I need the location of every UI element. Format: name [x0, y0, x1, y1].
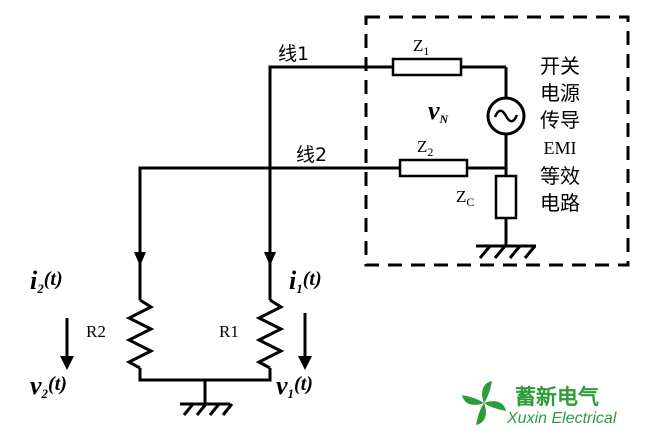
z1-label: Z1: [413, 36, 429, 58]
box-label-line-3: 传导: [540, 108, 580, 132]
v1-label: v1(t): [276, 371, 313, 401]
z1-impedance: [391, 57, 463, 77]
zc-impedance: [494, 174, 518, 220]
r2-label: R2: [86, 322, 106, 341]
vn-label: vN: [428, 96, 450, 126]
i2-label: i2(t): [30, 266, 63, 296]
r1-resistor: [255, 298, 285, 370]
z2-impedance: [398, 158, 469, 178]
box-label-line-2: 电源: [540, 81, 580, 105]
box-label-line-1: 开关: [540, 54, 580, 78]
i2-arrowhead: [134, 252, 146, 266]
i1-label: i1(t): [289, 266, 322, 296]
bottom-ground-symbol: [180, 402, 234, 416]
zc-label: ZC: [456, 187, 474, 209]
box-label-line-5: 等效: [540, 164, 580, 188]
box-ground-symbol: [476, 244, 537, 259]
v1-direction-arrowhead: [298, 356, 312, 370]
xuxin-logo: 蓄新电气 Xuxin Electrical: [462, 381, 617, 427]
r1-label: R1: [219, 322, 239, 341]
line2-label: 线2: [296, 144, 327, 166]
vn-noise-source: [486, 96, 526, 136]
box-label-line-4: EMI: [544, 138, 577, 158]
emi-equivalent-box: [364, 15, 630, 267]
box-label-line-6: 电路: [540, 191, 580, 215]
bottom-common-wire: [138, 368, 272, 382]
v2-label: v2(t): [30, 371, 67, 401]
i1-arrowhead: [264, 252, 276, 266]
logo-name-en: Xuxin Electrical: [506, 410, 617, 427]
line1-wire: [268, 65, 393, 300]
logo-name-cn: 蓄新电气: [515, 385, 599, 409]
z2-label: Z2: [417, 137, 433, 159]
v2-direction-arrowhead: [60, 356, 74, 370]
logo-pinwheel-icon: [462, 381, 506, 425]
r2-resistor: [125, 298, 155, 370]
line1-label: 线1: [278, 43, 309, 65]
